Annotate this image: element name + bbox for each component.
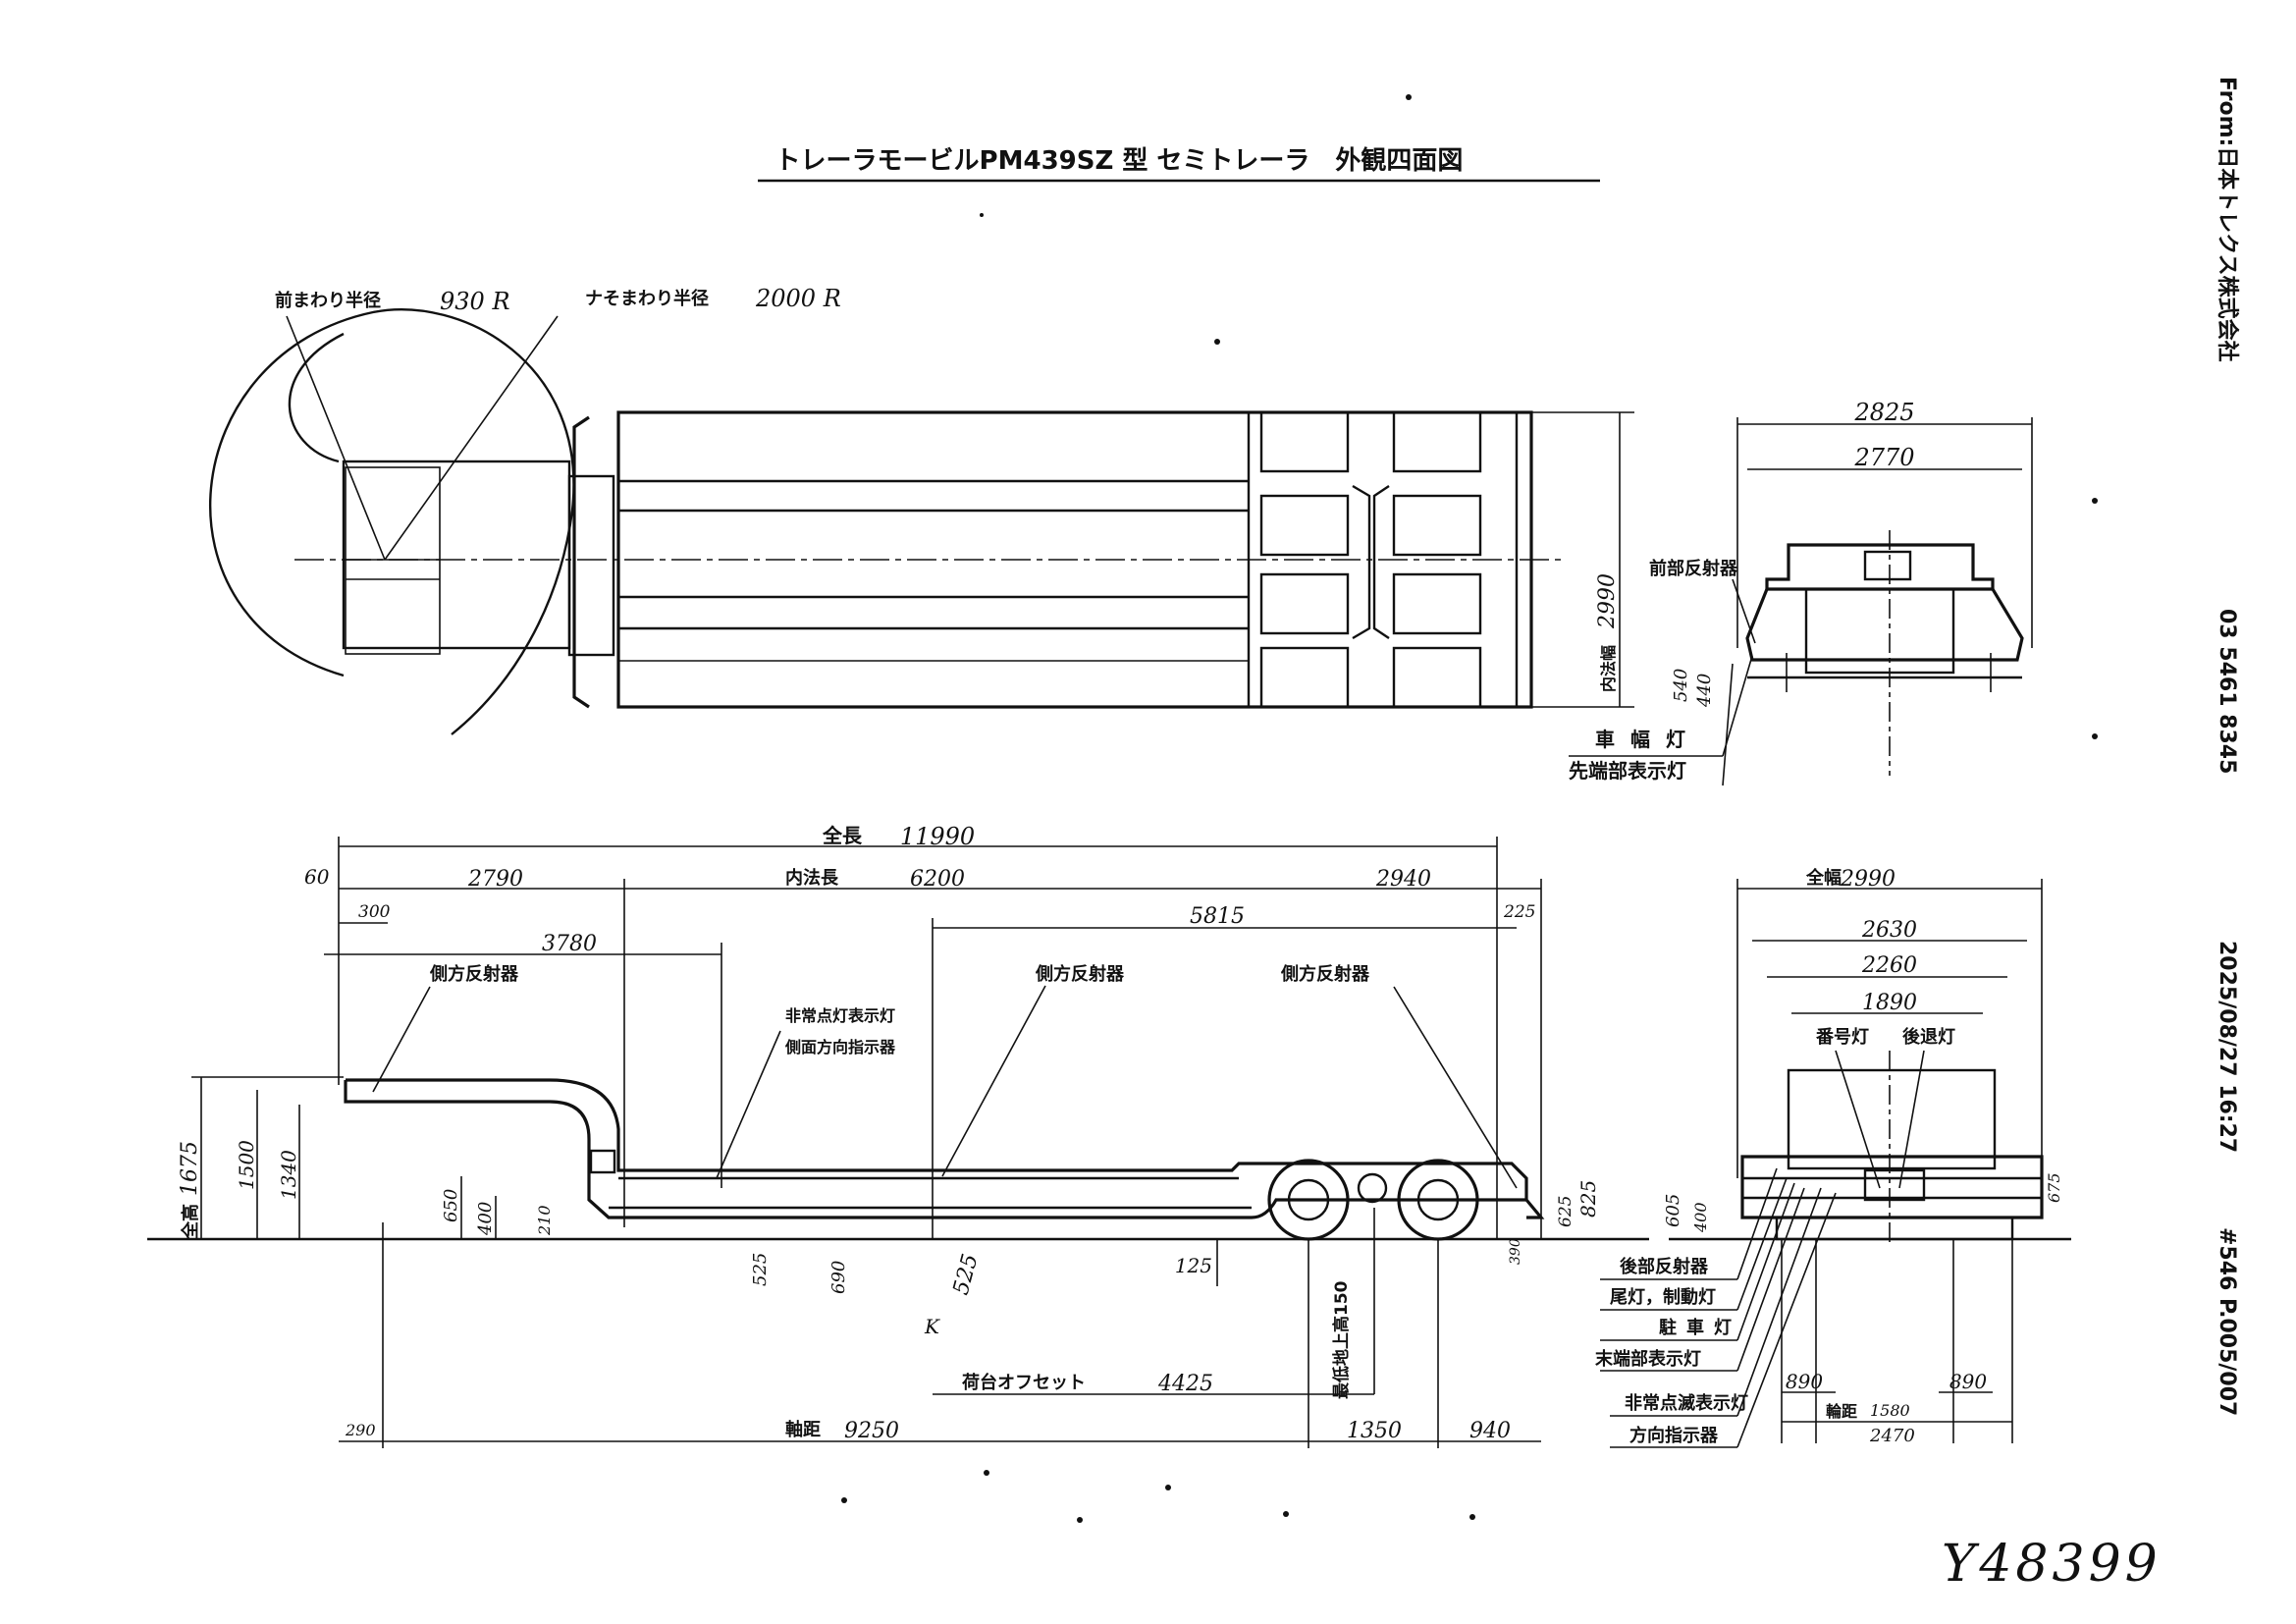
- dim-5815: 5815: [1190, 904, 1245, 929]
- turn-inner-label: 前まわり半径: [275, 290, 381, 311]
- handwritten-id: Y48399: [1942, 1535, 2162, 1594]
- plate-lamp-label: 番号灯: [1815, 1027, 1869, 1048]
- front-reflector-label: 前部反射器: [1649, 558, 1738, 579]
- inner-length: 6200: [910, 867, 965, 892]
- dim-60: 60: [304, 865, 330, 889]
- rear-dim-1890: 1890: [1862, 991, 1917, 1015]
- drawing-title: トレーラモービルPM439SZ 型 セミトレーラ 外観四面図: [775, 145, 1464, 176]
- dim-525b: 525: [949, 1252, 984, 1298]
- plan-inner-width: 2990: [1595, 573, 1620, 629]
- deck-offset: 4425: [1157, 1372, 1213, 1396]
- dim-210: 210: [535, 1205, 554, 1236]
- rear-overall-width: 2990: [1840, 867, 1896, 892]
- front-inner-width: 2770: [1853, 444, 1914, 471]
- dim-3780: 3780: [542, 932, 597, 956]
- wheelbase-label: 軸距: [785, 1419, 821, 1440]
- turning-radius-arc: [209, 308, 575, 735]
- plan-view: 前まわり半径 930 R ナそまわり半径 2000 R 内法幅 2990: [209, 285, 1634, 735]
- dim-300: 300: [358, 902, 391, 922]
- overall-length: 11990: [900, 823, 975, 850]
- trailer-profile: [344, 1078, 1545, 1219]
- dim-390: 390: [1508, 1238, 1523, 1265]
- rear-dim-2260: 2260: [1861, 953, 1917, 978]
- side-lamp-2: 側面方向指示器: [784, 1038, 896, 1056]
- plan-wheel-group: [1259, 410, 1482, 709]
- dim-2940: 2940: [1375, 867, 1431, 892]
- front-end-lamp-label: 先端部表示灯: [1569, 759, 1686, 783]
- side-reflector-1: 側方反射器: [429, 963, 519, 985]
- rear-end-lamp-label: 末端部表示灯: [1595, 1348, 1701, 1370]
- front-dim-440: 440: [1694, 674, 1715, 708]
- rear-dim-675: 675: [2045, 1172, 2063, 1203]
- dim-1350: 1350: [1347, 1419, 1402, 1443]
- inner-length-label: 内法長: [785, 867, 839, 889]
- plan-inner-width-label: 内法幅: [1599, 645, 1618, 692]
- rear-view: 全幅 2990 2630 2260 1890 番号灯 後退灯 605 400 6…: [1595, 867, 2071, 1448]
- reverse-lamp-label: 後退灯: [1902, 1026, 1955, 1048]
- deck-offset-label: 荷台オフセット: [962, 1372, 1086, 1393]
- fax-from: From:日本トレクス株式会社: [2215, 77, 2240, 362]
- dim-290: 290: [345, 1421, 376, 1439]
- dim-940: 940: [1469, 1419, 1511, 1443]
- height-label: 全高: [180, 1204, 201, 1240]
- scan-specks: [841, 94, 2098, 1523]
- dim-690: 690: [828, 1261, 849, 1294]
- rear-overall-width-label: 全幅: [1805, 867, 1842, 889]
- wheelbase: 9250: [844, 1419, 899, 1443]
- rear-dim-890b: 890: [1949, 1370, 1987, 1393]
- track-value: 1580: [1870, 1401, 1910, 1420]
- rear-dim-605: 605: [1663, 1194, 1683, 1227]
- fax-datetime: 2025/08/27 16:27: [2215, 941, 2239, 1153]
- dim-525a: 525: [750, 1253, 771, 1286]
- rear-reflector-label: 後部反射器: [1620, 1256, 1709, 1277]
- dim-125: 125: [1175, 1254, 1212, 1277]
- side-reflector-2: 側方反射器: [1035, 963, 1125, 985]
- fax-page: #546 P.005/007: [2215, 1227, 2239, 1416]
- turn-signal-label: 方向指示器: [1629, 1425, 1719, 1446]
- title-block: トレーラモービルPM439SZ 型 セミトレーラ 外観四面図: [758, 145, 1600, 183]
- turn-outer-label: ナそまわり半径: [585, 288, 709, 309]
- dim-625: 625: [1556, 1196, 1575, 1227]
- overall-length-label: 全長: [822, 824, 863, 847]
- dim-1500: 1500: [235, 1140, 258, 1190]
- dim-1340: 1340: [277, 1150, 300, 1200]
- front-overall-width: 2825: [1853, 399, 1914, 426]
- rear-dim-2470: 2470: [1869, 1426, 1915, 1446]
- rear-dim-400: 400: [1691, 1202, 1710, 1233]
- front-dim-540: 540: [1671, 669, 1691, 702]
- front-view: 2825 2770 前部反射器 540 440 車幅灯 先端部表示灯: [1569, 399, 2033, 786]
- parking-lamp-label: 駐車灯: [1659, 1317, 1741, 1338]
- rear-dim-2630: 2630: [1861, 918, 1917, 943]
- dim-825: 825: [1576, 1180, 1600, 1218]
- dim-400: 400: [475, 1202, 496, 1236]
- overall-height: 1675: [178, 1141, 202, 1196]
- ground-clearance: 最低地上高150: [1331, 1280, 1352, 1399]
- side-view: 全長 11990 60 2790 内法長 6200 2940 300 5815 …: [147, 823, 1649, 1448]
- rear-dim-890a: 890: [1786, 1370, 1823, 1393]
- hazard-lamp-label: 非常点滅表示灯: [1625, 1392, 1748, 1414]
- side-reflector-3: 側方反射器: [1280, 963, 1370, 985]
- dim-225: 225: [1503, 902, 1535, 922]
- dim-650: 650: [441, 1189, 461, 1222]
- fax-phone: 03 5461 8345: [2215, 609, 2239, 774]
- tail-lamp-label: 尾灯，制動灯: [1610, 1286, 1716, 1308]
- dim-2790: 2790: [467, 867, 523, 892]
- fifth-wheel-mark: K: [924, 1315, 940, 1338]
- track-label: 輪距: [1826, 1402, 1857, 1421]
- fax-header: From:日本トレクス株式会社 03 5461 8345 2025/08/27 …: [2215, 77, 2240, 1416]
- front-width-lamp-label: 車幅灯: [1595, 728, 1701, 751]
- side-lamp-1: 非常点灯表示灯: [785, 1006, 895, 1025]
- turn-outer-value: 2000 R: [755, 285, 841, 312]
- rear-lamp-legend: 後部反射器 尾灯，制動灯 駐車灯 末端部表示灯 非常点滅表示灯 方向指示器: [1595, 1167, 1837, 1448]
- turn-inner-value: 930 R: [440, 288, 510, 315]
